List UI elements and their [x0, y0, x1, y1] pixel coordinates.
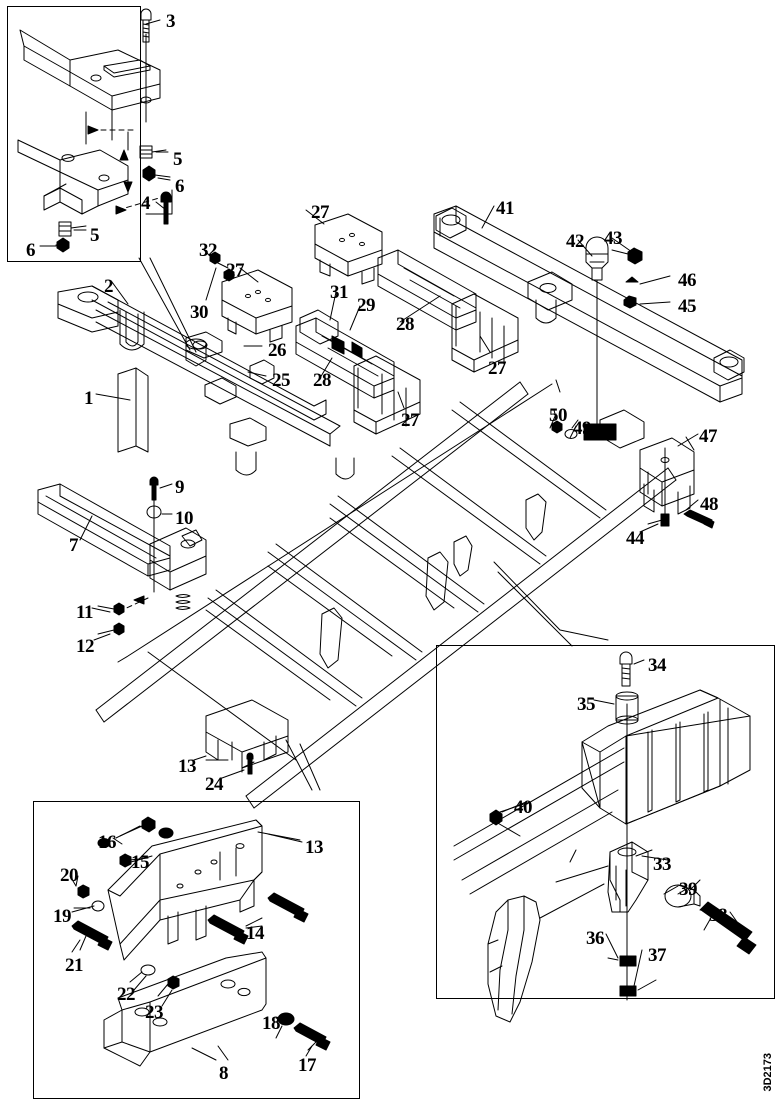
callout-42: 42	[566, 231, 585, 252]
inset-bottom-left-drawing	[69, 816, 331, 1067]
bracket-27-left	[209, 251, 293, 343]
bracket-13-24	[205, 699, 321, 791]
callout-34: 34	[648, 655, 667, 676]
callout-31: 31	[330, 282, 349, 303]
callout-18: 18	[262, 1013, 281, 1034]
inset-top-left-drawing	[17, 8, 173, 253]
callout-11: 11	[76, 602, 93, 623]
callout-32: 32	[199, 240, 218, 261]
callout-49: 49	[573, 418, 592, 439]
sheet-code: 3D2173	[762, 1053, 774, 1092]
callout-9: 9	[175, 477, 185, 498]
callout-38: 38	[709, 905, 728, 926]
callout-4: 4	[141, 193, 151, 214]
callout-7: 7	[69, 535, 79, 556]
callout-25: 25	[272, 370, 291, 391]
callout-40: 40	[514, 797, 533, 818]
callout-19: 19	[53, 906, 72, 927]
rear-beam-41	[433, 205, 745, 449]
callout-43: 43	[604, 228, 623, 249]
bracket-31-29	[299, 309, 363, 359]
bracket-27-ribbed-a	[451, 293, 519, 373]
callout-46: 46	[678, 270, 697, 291]
callout-5a: 5	[173, 149, 183, 170]
callout-35: 35	[577, 694, 596, 715]
callout-22: 22	[117, 984, 136, 1005]
beam-28-upper	[377, 249, 477, 331]
callout-48: 48	[700, 494, 719, 515]
callout-36: 36	[586, 928, 605, 949]
callout-23: 23	[145, 1002, 164, 1023]
front-crossmember-assembly	[57, 285, 355, 480]
callout-13b: 13	[305, 837, 324, 858]
callout-24: 24	[205, 774, 224, 795]
callout-12: 12	[76, 636, 95, 657]
callout-3: 3	[166, 11, 176, 32]
inset-top-left-border	[7, 6, 141, 262]
callout-16a: 16	[98, 832, 117, 853]
callout-6b: 6	[26, 240, 36, 261]
callout-15: 15	[131, 852, 150, 873]
callout-27a: 27	[311, 202, 330, 223]
front-beam-7	[37, 476, 207, 636]
callout-27b: 27	[226, 260, 245, 281]
callout-39: 39	[679, 879, 698, 900]
inset-bottom-right-drawing	[453, 651, 757, 1023]
inset-bottom-right-border	[436, 645, 775, 999]
bracket-27-ribbed-b	[353, 355, 421, 435]
callout-28b: 28	[313, 370, 332, 391]
callout-33: 33	[653, 854, 672, 875]
callout-20: 20	[60, 865, 79, 886]
bracket-27-top	[314, 213, 383, 285]
callout-8: 8	[219, 1063, 229, 1084]
callout-27c: 27	[488, 358, 507, 379]
inset-bottom-left-border	[33, 801, 360, 1099]
callout-45: 45	[678, 296, 697, 317]
callout-13a: 13	[178, 756, 197, 777]
callout-14: 14	[246, 923, 265, 944]
callout-27d: 27	[401, 410, 420, 431]
callout-47: 47	[699, 426, 718, 447]
callout-10: 10	[175, 508, 194, 529]
callout-leaders	[39, 19, 713, 1061]
callout-29: 29	[357, 295, 376, 316]
callout-30: 30	[190, 302, 209, 323]
mount-47	[551, 409, 715, 529]
callout-44: 44	[626, 528, 645, 549]
callout-5b: 5	[90, 225, 100, 246]
callout-37: 37	[648, 945, 667, 966]
callout-41: 41	[496, 198, 515, 219]
callout-26: 26	[268, 340, 287, 361]
ladder-frame-chassis	[95, 379, 677, 809]
callout-17: 17	[298, 1055, 317, 1076]
callout-6a: 6	[175, 176, 185, 197]
callout-2: 2	[104, 276, 114, 297]
callout-50: 50	[549, 405, 568, 426]
callout-1: 1	[84, 388, 94, 409]
callout-21: 21	[65, 955, 84, 976]
callout-28a: 28	[396, 314, 415, 335]
